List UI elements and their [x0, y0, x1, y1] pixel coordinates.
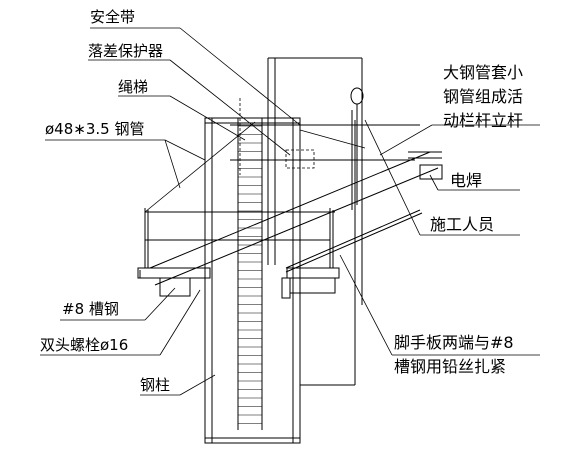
rope-ladder — [237, 118, 263, 430]
label-channel-steel: #8 槽钢 — [62, 300, 119, 318]
label-railing-2: 钢管组成活 — [443, 87, 523, 106]
label-rope-ladder: 绳梯 — [118, 78, 148, 96]
label-steel-pipe: ø48∗3.5 钢管 — [45, 120, 144, 138]
railing — [144, 124, 420, 268]
label-railing-3: 动栏杆立杆 — [443, 111, 523, 130]
brace-lines — [144, 121, 366, 213]
label-board-1: 脚手板两端与#8 — [394, 333, 514, 352]
worker-figure — [350, 87, 364, 210]
label-railing-1: 大钢管套小 — [443, 63, 523, 82]
label-fall-arrester: 落差保护器 — [88, 42, 163, 60]
label-bolt: 双头螺栓ø16 — [40, 336, 128, 354]
label-worker: 施工人员 — [430, 215, 494, 234]
ladder-rungs — [238, 125, 262, 424]
label-safety-belt: 安全带 — [90, 8, 135, 26]
fall-arrester — [285, 149, 315, 169]
back-column — [267, 57, 363, 386]
steel-column — [204, 117, 301, 444]
channel-steel-left — [137, 267, 211, 297]
label-steel-column: 钢柱 — [140, 376, 170, 394]
channel-steel-right — [281, 267, 340, 299]
weld-bracket — [408, 151, 443, 180]
leader-lines — [40, 27, 540, 396]
label-board-2: 槽钢用铅丝扎紧 — [394, 357, 506, 376]
scaffold-board — [149, 151, 439, 286]
label-weld: 电焊 — [450, 171, 482, 190]
